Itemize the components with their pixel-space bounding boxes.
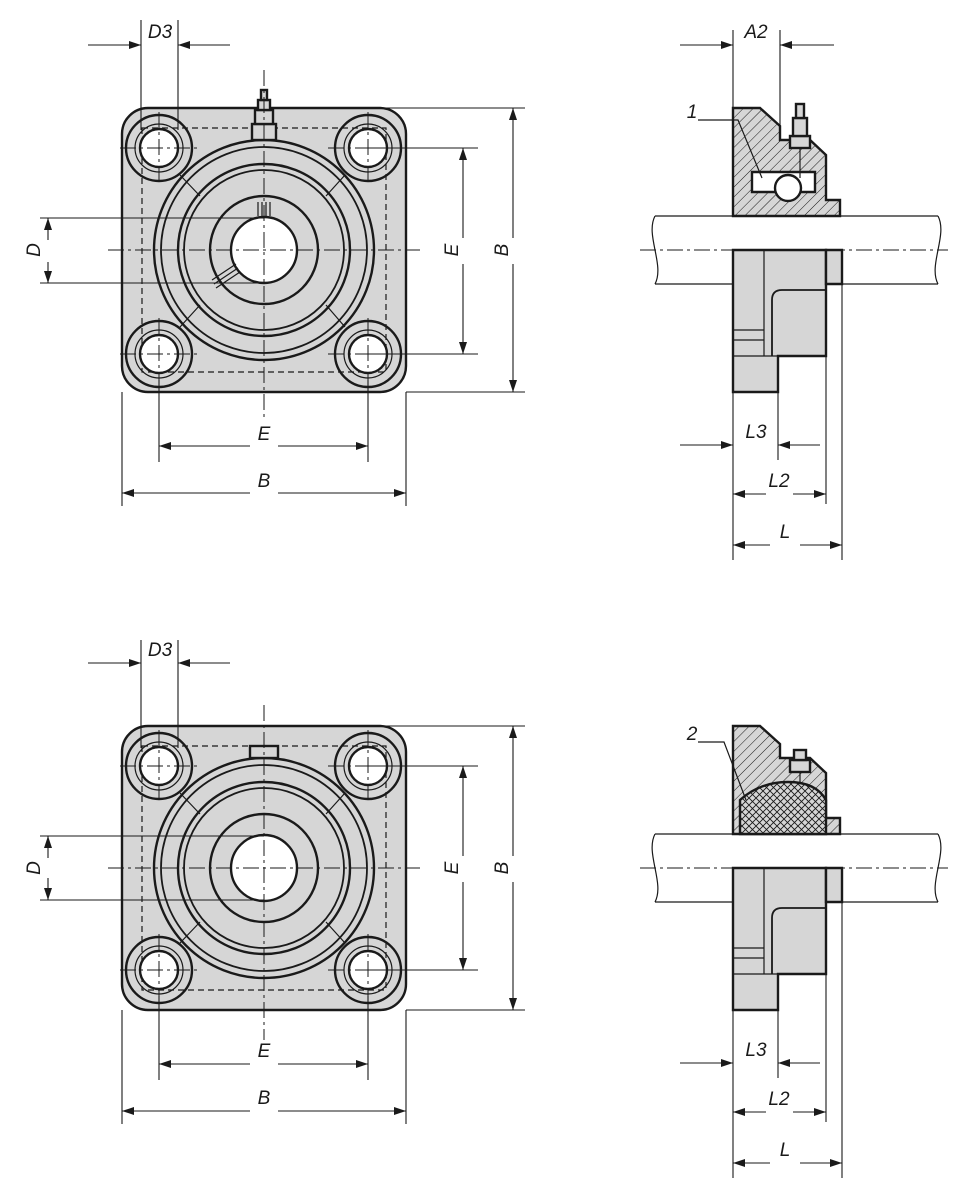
dimensions-front-top: D3 D E B E B xyxy=(24,20,525,506)
label-l: L xyxy=(780,522,791,543)
label-e-horizontal: E xyxy=(258,424,271,445)
dimensions-side-top: A2 L3 L2 L xyxy=(680,22,843,560)
label-l3-bottom: L3 xyxy=(745,1040,767,1061)
label-d-bottom: D xyxy=(24,861,45,875)
label-l2: L2 xyxy=(768,471,790,492)
label-e-vertical-bottom: E xyxy=(442,861,463,874)
label-e-horizontal-bottom: E xyxy=(258,1041,271,1062)
label-d3: D3 xyxy=(148,22,173,43)
side-view-bottom: 2 xyxy=(640,724,948,1012)
side-set-screw xyxy=(788,748,812,782)
label-e-vertical: E xyxy=(442,243,463,256)
label-item-2: 2 xyxy=(686,724,698,745)
label-b-vertical-bottom: B xyxy=(492,861,513,874)
label-l2-bottom: L2 xyxy=(768,1089,790,1110)
label-d3-bottom: D3 xyxy=(148,640,173,661)
label-b-vertical: B xyxy=(492,243,513,256)
label-item-1: 1 xyxy=(687,102,698,123)
label-l3: L3 xyxy=(745,422,767,443)
side-grease-nipple xyxy=(788,102,812,178)
label-l-bottom: L xyxy=(780,1140,791,1161)
front-view-top xyxy=(108,70,420,420)
label-a2: A2 xyxy=(743,22,768,43)
side-view-top: 1 xyxy=(640,102,948,394)
label-b-horizontal: B xyxy=(258,471,271,492)
label-b-horizontal-bottom: B xyxy=(258,1088,271,1109)
front-view-bottom xyxy=(108,705,420,1040)
ball-bearing xyxy=(773,173,803,203)
plain-bearing-insert xyxy=(738,780,828,836)
label-d: D xyxy=(24,243,45,257)
dimensions-side-bottom: L3 L2 L xyxy=(680,902,843,1178)
dimensions-front-bottom: D3 D E B E B xyxy=(24,640,525,1124)
